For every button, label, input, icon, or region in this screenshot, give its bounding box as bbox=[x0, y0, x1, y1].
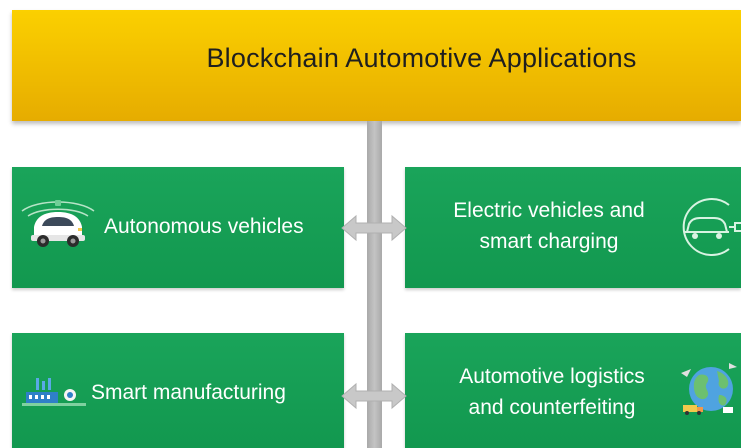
double-arrow-bottom bbox=[341, 382, 407, 410]
electric-vehicles-line2: smart charging bbox=[479, 230, 619, 253]
smart-manufacturing-label: Smart manufacturing bbox=[91, 381, 286, 404]
diagram-title: Blockchain Automotive Applications bbox=[206, 43, 637, 73]
automotive-logistics-line2: and counterfeiting bbox=[468, 396, 636, 419]
globe-logistics-icon bbox=[681, 363, 737, 415]
box-autonomous-vehicles: Autonomous vehicles bbox=[12, 167, 344, 288]
box-automotive-logistics: Automotive logistics and counterfeiting bbox=[405, 333, 741, 448]
factory-robot-icon bbox=[22, 378, 86, 406]
double-arrow-top bbox=[341, 214, 407, 242]
automotive-logistics-line1: Automotive logistics bbox=[459, 365, 645, 388]
automotive-logistics-text: Automotive logistics and counterfeiting bbox=[421, 361, 683, 423]
autonomous-vehicles-label: Autonomous vehicles bbox=[104, 215, 304, 238]
self-driving-car-icon bbox=[21, 200, 95, 247]
electric-vehicles-text: Electric vehicles and smart charging bbox=[429, 195, 669, 257]
electric-vehicles-line1: Electric vehicles and bbox=[453, 199, 645, 222]
title-banner: Blockchain Automotive Applications bbox=[12, 10, 741, 121]
ev-charging-icon bbox=[682, 198, 741, 256]
box-electric-vehicles: Electric vehicles and smart charging bbox=[405, 167, 741, 288]
central-connector bbox=[367, 121, 382, 448]
box-smart-manufacturing: Smart manufacturing bbox=[12, 333, 344, 448]
